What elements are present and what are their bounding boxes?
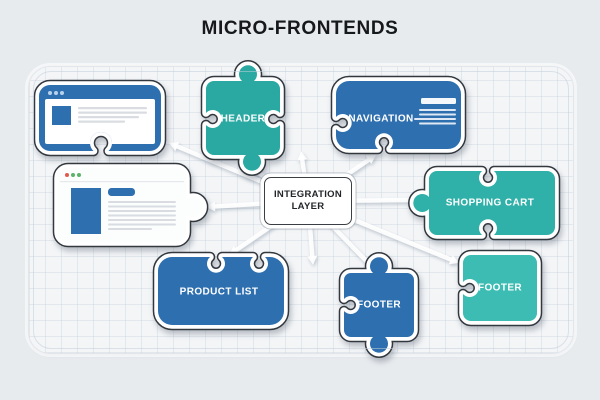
puzzle-piece-shopping-cart (408, 165, 561, 241)
diagram-canvas: INTEGRATION LAYER HEADER NAVIGATION SHOP… (28, 60, 574, 358)
puzzle-piece-footer-right (457, 249, 543, 327)
integration-layer-box: INTEGRATION LAYER (264, 177, 352, 225)
puzzle-piece-header (200, 60, 286, 176)
puzzle-piece-navigation (330, 75, 467, 155)
integration-layer-line2: LAYER (291, 201, 325, 212)
integration-layer-line1: INTEGRATION (273, 188, 343, 200)
puzzle-piece-footer-middle (338, 252, 420, 358)
browser-window-small-icon (52, 162, 209, 248)
puzzle-piece-product-list (152, 251, 290, 331)
diagram-svg (33, 60, 561, 358)
page-title: MICRO-FRONTENDS (201, 18, 399, 39)
browser-window-large-icon (33, 79, 167, 157)
